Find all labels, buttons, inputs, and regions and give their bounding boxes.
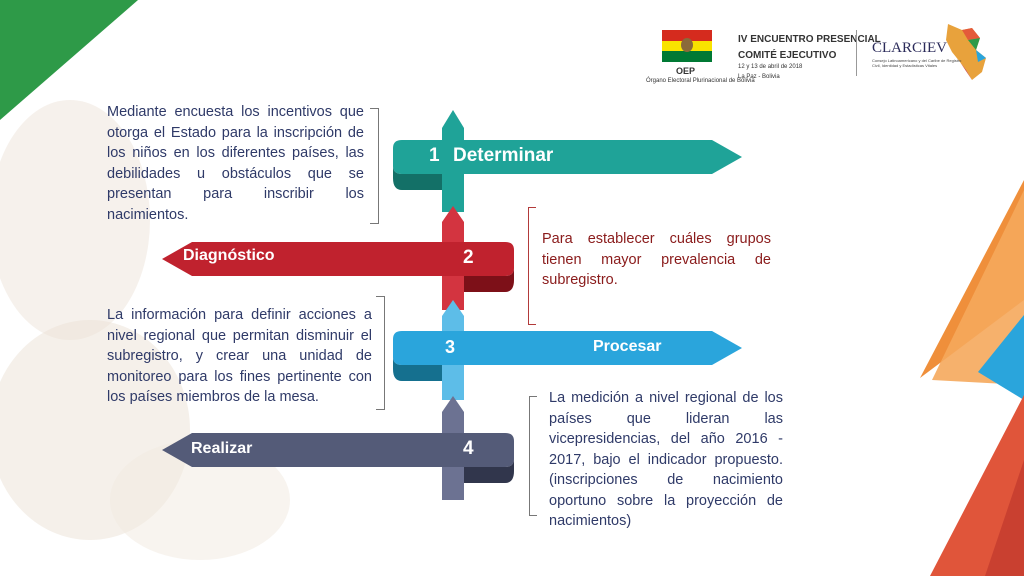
step-3-fold: [393, 357, 442, 381]
step-4-fold: [464, 459, 514, 483]
step-4-number: 4: [463, 438, 474, 459]
clarciev-subtitle: Consejo Latinoamericano y del Caribe de …: [872, 58, 962, 68]
step-3-arrow: [393, 331, 742, 365]
oep-abbrev: OEP: [676, 66, 696, 76]
clarciev-title: CLARCIEV: [872, 40, 947, 56]
step-1-arrow: [393, 140, 742, 174]
step-3-label: Procesar: [593, 338, 662, 355]
step-3-description: La información para definir acciones a n…: [107, 307, 372, 405]
orange-triangle-shape: [920, 180, 1024, 378]
step-1-number: 1: [429, 145, 440, 166]
oep-name: Órgano Electoral Plurinacional de Bolivi…: [646, 78, 755, 84]
step-4-description: La medición a nivel regional de los país…: [549, 390, 783, 529]
background-figure-shape: [110, 440, 290, 560]
clarciev-logo: CLARCIEV Consejo Latinoamericano y del C…: [868, 22, 998, 84]
step-2-bracket: [528, 207, 536, 325]
step-2-fold: [464, 268, 514, 292]
green-corner-shape: [0, 0, 138, 120]
step-2-arrow: [162, 242, 514, 276]
step-3-bracket: [376, 296, 385, 410]
step-1-description: Mediante encuesta los incentivos que oto…: [107, 104, 364, 223]
step-4-bracket: [529, 396, 537, 516]
step-4-arrow: [162, 433, 514, 467]
event-place: La Paz - Bolivia: [738, 74, 780, 80]
step-2-number: 2: [463, 247, 474, 268]
step-1-bracket: [370, 108, 379, 224]
clarciev-map-icon: [946, 24, 986, 80]
step-2-label: Diagnóstico: [183, 247, 275, 264]
bolivia-flag-icon: [662, 30, 712, 62]
event-title: IV ENCUENTRO PRESENCIAL: [738, 34, 881, 45]
step-1-fold: [393, 166, 442, 190]
header-divider: [856, 30, 857, 76]
step-3-number: 3: [445, 337, 456, 357]
orange-triangle-shape: [932, 190, 1024, 385]
step-1-label: Determinar: [453, 145, 554, 166]
step-2-description: Para establecer cuáles grupos tienen may…: [542, 231, 771, 288]
step-4-label: Realizar: [191, 440, 253, 457]
event-subtitle: COMITÉ EJECUTIVO: [738, 50, 837, 61]
blue-triangle-shape: [978, 315, 1024, 400]
event-date: 12 y 13 de abril de 2018: [738, 64, 803, 70]
background-figure-shape: [0, 100, 150, 340]
red-triangle-shape: [985, 460, 1024, 576]
